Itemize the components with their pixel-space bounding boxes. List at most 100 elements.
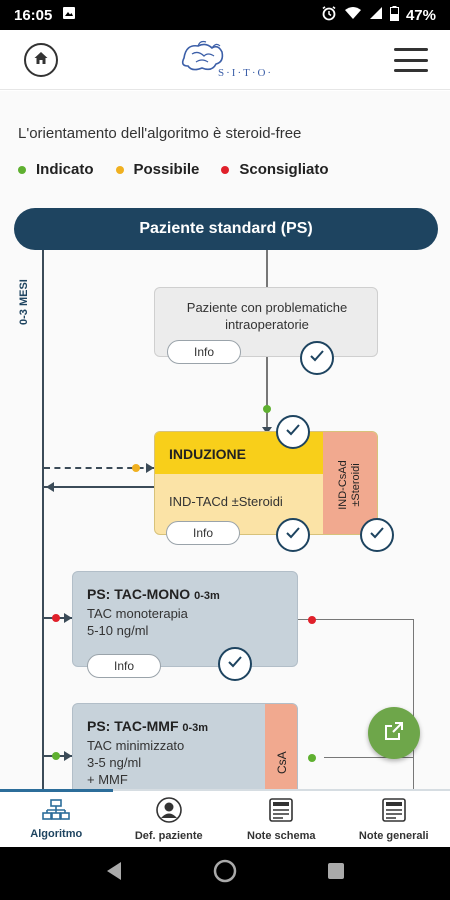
ps-header: Paziente standard (PS) <box>14 208 438 250</box>
menu-button[interactable] <box>394 48 428 72</box>
induction-alt-text: IND-CsAd ±Steroidi <box>337 460 363 510</box>
connector-line <box>266 250 268 292</box>
back-icon[interactable] <box>105 861 123 886</box>
induction-alt-check-button[interactable] <box>360 518 394 552</box>
tac-mmf-line3: + MMF <box>87 772 128 787</box>
check-icon <box>227 655 243 674</box>
image-notification-icon <box>62 6 76 24</box>
connector-line <box>266 357 268 431</box>
notes-general-icon <box>381 797 407 826</box>
menu-bar-3 <box>394 69 428 72</box>
legend-label: Sconsigliato <box>239 161 329 178</box>
nav-label: Def. paziente <box>134 829 203 842</box>
arrow-right-icon <box>64 751 72 761</box>
legend-label: Indicato <box>36 161 94 178</box>
nav-label: Algoritmo <box>30 828 83 840</box>
complication-check-button[interactable] <box>300 341 334 375</box>
complication-card-text: Paziente con problematiche intraoperator… <box>186 300 348 332</box>
green-dot-icon <box>18 165 26 174</box>
check-icon <box>285 526 301 545</box>
battery-icon <box>389 5 399 25</box>
tac-mmf-title-text: PS: TAC-MMF <box>87 718 179 734</box>
induction-alt-panel[interactable]: IND-CsAd ±Steroidi <box>323 432 377 534</box>
tac-mono-check-button[interactable] <box>218 647 252 681</box>
home-icon <box>33 50 49 71</box>
induction-title: INDUZIONE <box>169 446 246 462</box>
legend-item-sconsigliato: Sconsigliato <box>221 161 329 178</box>
alarm-icon <box>321 5 337 25</box>
info-button[interactable]: Info <box>167 340 241 364</box>
info-button[interactable]: Info <box>87 654 161 678</box>
recents-icon[interactable] <box>327 862 345 885</box>
check-icon <box>285 423 301 442</box>
check-icon <box>369 526 385 545</box>
complication-card[interactable]: Paziente con problematiche intraoperator… <box>154 287 378 364</box>
status-bar: 16:05 47% <box>0 0 450 30</box>
green-dot-icon <box>263 405 271 413</box>
tac-mono-line1: TAC monoterapia <box>87 606 188 621</box>
notes-icon <box>268 797 294 826</box>
app-header: S·I·T·O· <box>0 30 450 90</box>
yellow-dot-icon <box>115 165 124 174</box>
flowchart-icon <box>42 799 71 824</box>
menu-bar-2 <box>394 58 428 62</box>
induction-top-check-button[interactable] <box>276 415 310 449</box>
green-dot-icon <box>308 754 316 762</box>
tac-mono-title-text: PS: TAC-MONO <box>87 586 191 602</box>
connector-line <box>413 619 414 789</box>
nav-label: Note schema <box>247 829 316 842</box>
arrow-down-icon <box>262 427 272 434</box>
menu-bar-1 <box>394 48 428 51</box>
arrow-left-icon <box>46 482 54 492</box>
status-time: 16:05 <box>14 6 53 24</box>
connector-line <box>298 619 414 620</box>
nav-note-schema[interactable]: Note schema <box>225 791 338 847</box>
tac-mmf-card[interactable]: PS: TAC-MMF 0-3m TAC minimizzato 3-5 ng/… <box>72 703 298 789</box>
sito-logo: S·I·T·O· <box>178 38 278 82</box>
battery-percent: 47% <box>405 6 436 24</box>
period-side-label: 0-3 MESI <box>14 263 36 325</box>
tac-mono-line2: 5-10 ng/ml <box>87 623 149 638</box>
legend-item-indicato: Indicato <box>18 161 94 178</box>
tac-mmf-alt-text: CsA <box>275 751 289 774</box>
red-dot-icon <box>52 614 60 622</box>
algorithm-content[interactable]: L'orientamento dell'algoritmo è steroid-… <box>0 91 450 789</box>
tac-mono-card[interactable]: PS: TAC-MONO 0-3m TAC monoterapia 5-10 n… <box>72 571 298 678</box>
logo-text: S·I·T·O· <box>218 67 273 79</box>
nav-label: Note generali <box>358 829 429 842</box>
tac-mmf-alt-panel[interactable]: CsA <box>265 704 297 789</box>
connector-line <box>324 757 414 758</box>
legend: Indicato Possibile Sconsigliato <box>18 161 329 178</box>
algorithm-subtitle: L'orientamento dell'algoritmo è steroid-… <box>18 125 302 142</box>
home-circle-icon[interactable] <box>213 859 237 888</box>
check-icon <box>309 349 325 368</box>
home-button[interactable] <box>24 43 58 77</box>
induction-card[interactable]: INDUZIONE IND-TACd ±Steroidi IND-CsAd ±S… <box>154 431 378 535</box>
induction-subtitle: IND-TACd ±Steroidi <box>169 494 283 509</box>
nav-algoritmo[interactable]: Algoritmo <box>0 789 113 847</box>
person-icon <box>155 796 182 826</box>
tac-mmf-period: 0-3m <box>182 722 209 734</box>
wifi-icon <box>344 6 362 24</box>
tac-mmf-line1: TAC minimizzato <box>87 738 185 753</box>
legend-label: Possibile <box>133 161 200 178</box>
nav-note-generali[interactable]: Note generali <box>338 791 450 847</box>
info-button[interactable]: Info <box>166 521 240 545</box>
tac-mmf-title: PS: TAC-MMF 0-3m <box>87 718 208 734</box>
red-dot-icon <box>221 165 230 174</box>
connector-line <box>44 486 154 488</box>
arrow-right-icon <box>146 463 154 473</box>
period-label-text: 0-3 MESI <box>18 279 30 325</box>
red-dot-icon <box>308 616 316 624</box>
connector-line <box>42 250 44 789</box>
tac-mono-title: PS: TAC-MONO 0-3m <box>87 586 220 602</box>
share-icon <box>382 719 406 748</box>
nav-def-paziente[interactable]: Def. paziente <box>113 791 226 847</box>
bottom-nav: Algoritmo Def. paziente Note schema Note… <box>0 789 450 847</box>
signal-icon <box>369 6 383 24</box>
green-dot-icon <box>52 752 60 760</box>
share-fab-button[interactable] <box>368 707 420 759</box>
tac-mono-period: 0-3m <box>194 590 220 602</box>
induction-check-button[interactable] <box>276 518 310 552</box>
dashed-connector <box>44 467 154 469</box>
